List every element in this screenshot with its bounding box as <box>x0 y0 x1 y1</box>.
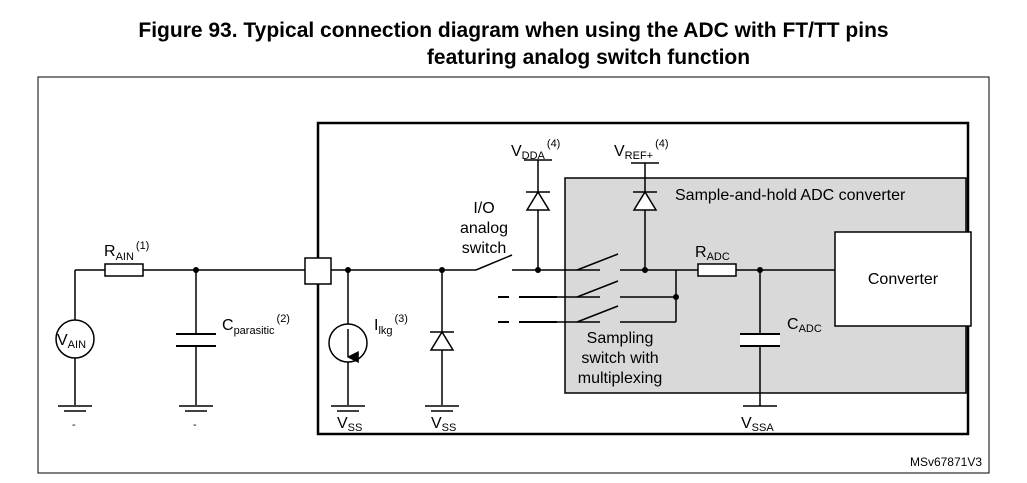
ground-symbol <box>179 405 213 412</box>
sampling-switch-label-line1: Sampling <box>587 330 654 347</box>
io-switch-label-line2: analog <box>460 220 508 237</box>
vss-label-2: VSS <box>431 415 456 434</box>
i-lkg-label: Ilkg(3) <box>374 313 408 337</box>
io-switch-label-line3: switch <box>462 240 506 257</box>
figure-title-line2: featuring analog switch function <box>426 46 751 69</box>
internal-wiring <box>331 159 835 406</box>
io-pad <box>304 257 332 285</box>
c-adc-capacitor <box>740 333 780 347</box>
sampling-switch-label-line3: multiplexing <box>578 370 662 387</box>
c-adc-label: CADC <box>787 316 822 335</box>
junction-dots <box>345 267 763 300</box>
sample-hold-title: Sample-and-hold ADC converter <box>675 187 906 204</box>
ground-symbol <box>331 405 365 412</box>
r-adc-label: RADC <box>695 244 730 263</box>
io-switch-label-line1: I/O <box>473 200 494 217</box>
ground-symbol <box>425 405 459 412</box>
protection-diode-vss <box>429 330 455 351</box>
v-ain-ground-mark: - <box>72 419 76 431</box>
v-ain-source <box>55 319 95 359</box>
mux-input-stubs <box>498 296 557 323</box>
c-parasitic-capacitor <box>176 333 216 347</box>
junction-dot <box>193 267 199 273</box>
analog-switch-blade <box>475 254 513 271</box>
protection-diode-vdda <box>525 190 551 211</box>
ground-symbol <box>58 405 92 412</box>
vref-label: VREF+(4) <box>614 138 669 162</box>
figure-title-line1: Figure 93. Typical connection diagram wh… <box>138 19 889 42</box>
vdda-label: VDDA(4) <box>511 138 560 162</box>
external-circuit <box>74 269 305 405</box>
converter-label: Converter <box>868 271 939 288</box>
c-parasitic-ground-mark: - <box>193 419 197 431</box>
c-parasitic-label: Cparasitic(2) <box>222 313 290 337</box>
r-adc-resistor <box>697 263 737 277</box>
protection-diode-vref <box>632 190 658 211</box>
r-ain-label: RAIN(1) <box>104 240 149 263</box>
v-ain-label: VAIN <box>57 332 86 351</box>
figure-code: MSv67871V3 <box>910 455 982 469</box>
vss-label-1: VSS <box>337 415 362 434</box>
r-ain-resistor <box>104 263 144 277</box>
vssa-label: VSSA <box>741 415 774 434</box>
sampling-switch-blades <box>557 253 619 323</box>
outer-frame <box>37 76 990 474</box>
converter-box <box>834 231 972 327</box>
sampling-switch-label-line2: switch with <box>581 350 658 367</box>
